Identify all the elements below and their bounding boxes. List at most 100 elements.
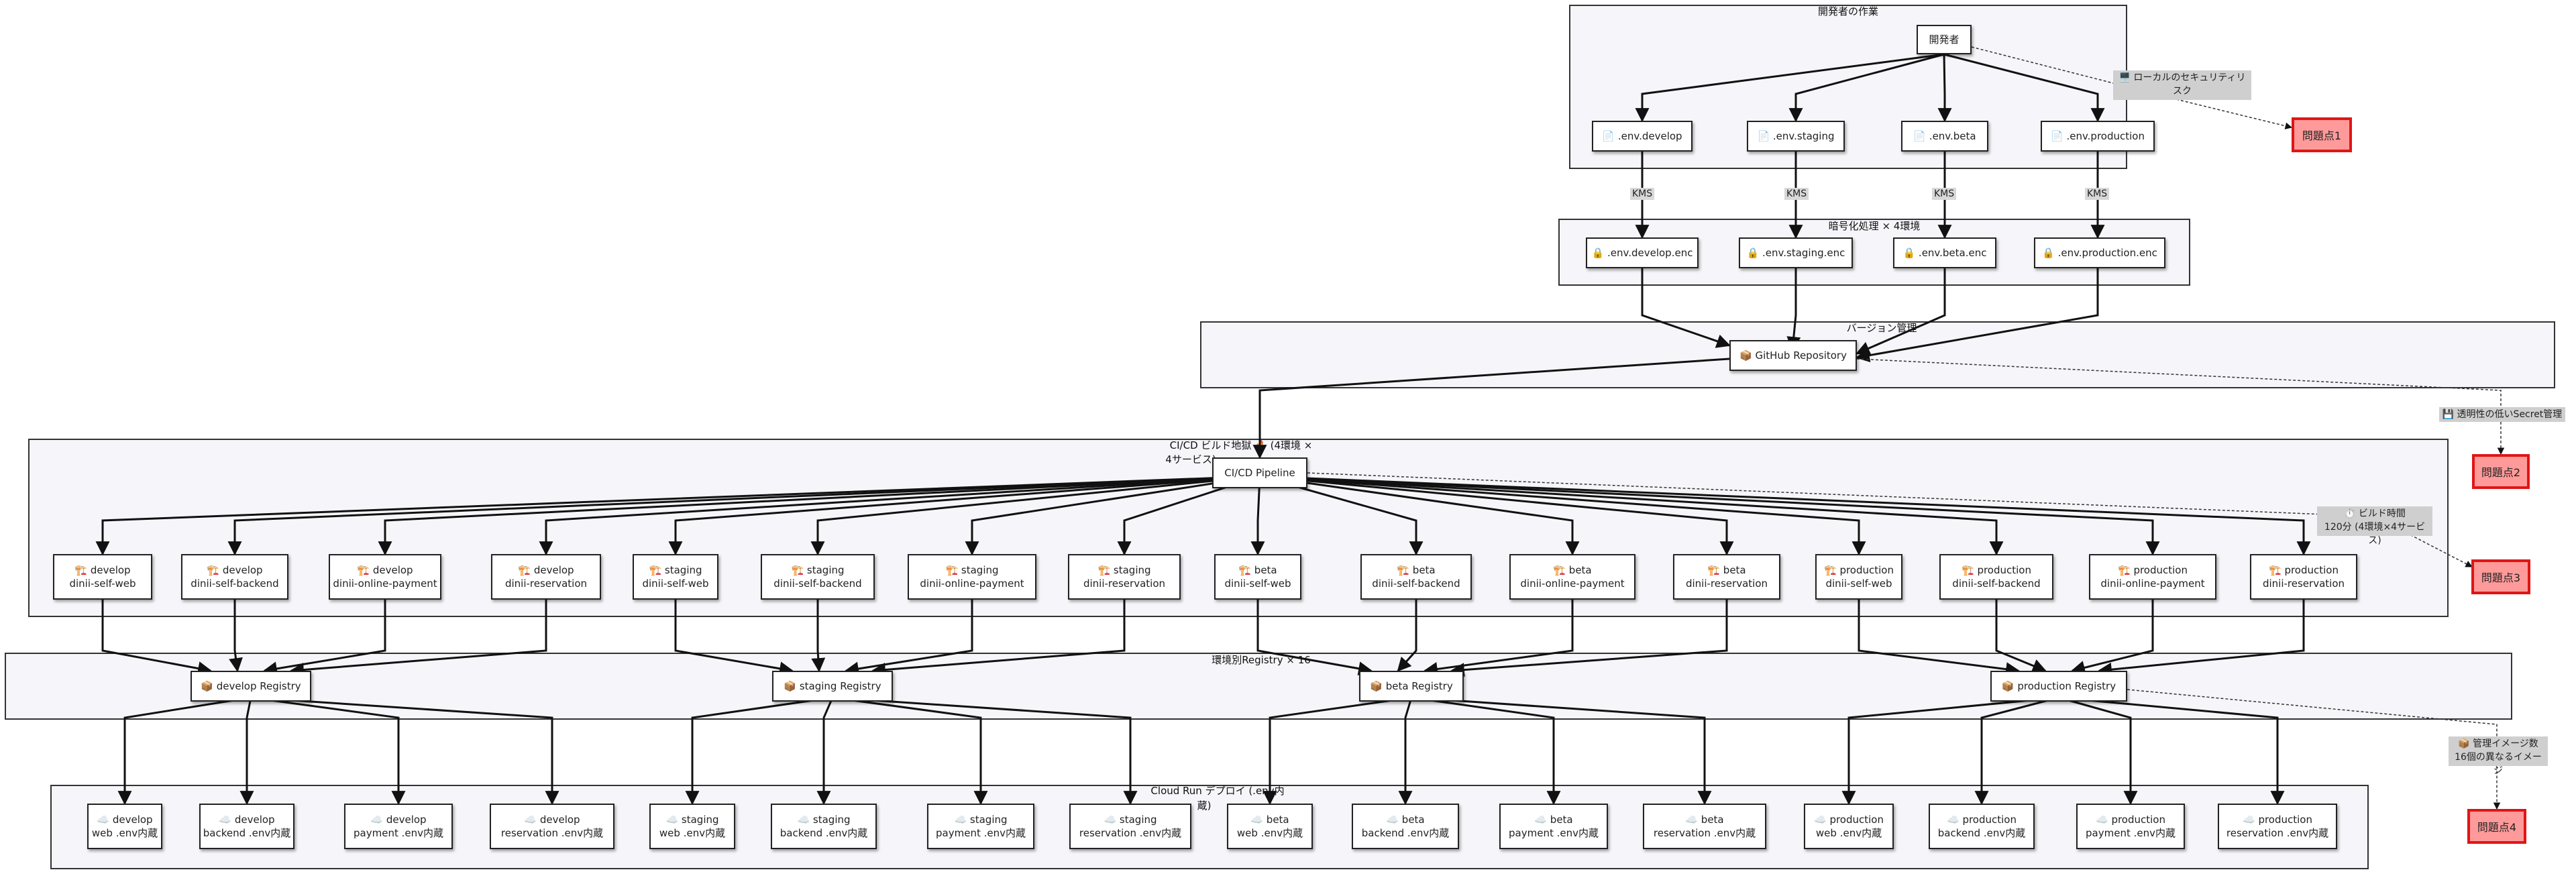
- edge-registry-deploy: [1411, 696, 1561, 806]
- registry-beta[interactable]: 📦 beta Registry: [1359, 671, 1464, 702]
- env-file-develop[interactable]: 📄 .env.develop: [1592, 121, 1693, 152]
- build-label: 🏗️ staging: [791, 564, 845, 576]
- problem-2[interactable]: 問題点2: [2472, 454, 2530, 489]
- deploy-label: reservation .env内蔵: [500, 827, 604, 839]
- developer-node[interactable]: 開発者: [1917, 25, 1972, 54]
- note-line: 📦 管理イメージ数: [2458, 738, 2538, 749]
- edge-note-problem-1: [1971, 46, 2293, 129]
- edge-pipeline-build: [539, 475, 1260, 556]
- deploy-label: web .env内蔵: [659, 827, 726, 839]
- github-label: 📦 GitHub Repository: [1739, 349, 1847, 362]
- build-label: dinii-reservation: [1083, 578, 1166, 590]
- build-staging-backend[interactable]: 🏗️ staging dinii-self-backend: [761, 554, 875, 600]
- deploy-label: ☁️ staging: [797, 814, 851, 826]
- build-label: dinii-online-payment: [2100, 578, 2205, 590]
- build-label: 🏗️ staging: [1097, 564, 1151, 576]
- edge-registry-deploy: [1974, 696, 2059, 806]
- env-file-label: 📄 .env.staging: [1757, 130, 1835, 142]
- registry-staging[interactable]: 📦 staging Registry: [772, 671, 893, 702]
- deploy-label: web .env内蔵: [1815, 827, 1882, 839]
- edge-enc-github: [1786, 268, 1801, 351]
- deploy-label: ☁️ develop: [97, 814, 153, 826]
- build-label: 🏗️ develop: [357, 564, 413, 576]
- edge-build-registry: [1256, 600, 1373, 676]
- deploy-label: reservation .env内蔵: [1653, 827, 1756, 839]
- enc-file-staging[interactable]: 🔒 .env.staging.enc: [1739, 237, 1853, 268]
- enc-file-label: 🔒 .env.staging.enc: [1746, 247, 1845, 259]
- edge-registry-deploy: [250, 696, 559, 806]
- edge-registry-deploy: [816, 697, 834, 806]
- enc-file-production[interactable]: 🔒 .env.production.enc: [2034, 237, 2165, 268]
- deploy-label: reservation .env内蔵: [1079, 827, 1182, 839]
- build-label: 🏗️ beta: [1397, 564, 1436, 576]
- build-label: dinii-self-backend: [773, 578, 862, 590]
- enc-file-beta[interactable]: 🔒 .env.beta.enc: [1893, 237, 1996, 268]
- edge-build-registry: [101, 600, 213, 675]
- deploy-label: web .env内蔵: [91, 827, 158, 839]
- registry-develop[interactable]: 📦 develop Registry: [191, 671, 311, 702]
- note-line: スク: [2173, 86, 2192, 97]
- registry-label: 📦 staging Registry: [784, 680, 881, 692]
- build-label: dinii-self-web: [69, 578, 136, 590]
- env-file-beta[interactable]: 📄 .env.beta: [1901, 121, 1988, 152]
- env-file-production[interactable]: 📄 .env.production: [2041, 121, 2155, 152]
- cicd-pipeline[interactable]: CI/CD Pipeline: [1212, 457, 1307, 488]
- build-label: dinii-self-backend: [191, 578, 279, 590]
- edge-github-pipeline: [1252, 358, 1730, 459]
- registry-label: 📦 develop Registry: [201, 680, 301, 692]
- edge-pipeline-build: [378, 475, 1260, 556]
- problem-3[interactable]: 問題点3: [2471, 559, 2530, 594]
- problem-label: 問題点2: [2481, 466, 2521, 479]
- cluster-developer-work-label: 開発者の作業: [1817, 5, 1878, 17]
- build-staging-reservation[interactable]: 🏗️ staging dinii-reservation: [1068, 554, 1181, 600]
- deploy-label: ☁️ staging: [954, 814, 1008, 826]
- enc-file-develop[interactable]: 🔒 .env.develop.enc: [1586, 237, 1699, 268]
- edge-pipeline-build: [668, 475, 1260, 556]
- cluster-registry-label: 環境別Registry × 16: [1212, 654, 1311, 666]
- edge-pipeline-build: [1259, 475, 1580, 556]
- edge-pipeline-build: [1259, 475, 2004, 556]
- edge-pipeline-build: [1259, 475, 1424, 556]
- pipeline-label: CI/CD Pipeline: [1224, 467, 1295, 479]
- github-repository[interactable]: 📦 GitHub Repository: [1729, 340, 1857, 371]
- edge-enc-github: [1856, 268, 1946, 355]
- problem-4[interactable]: 問題点4: [2467, 809, 2526, 844]
- registry-production[interactable]: 📦 production Registry: [1990, 671, 2127, 702]
- build-label: dinii-self-web: [1825, 578, 1892, 590]
- env-file-label: 📄 .env.develop: [1602, 130, 1682, 142]
- problem-1[interactable]: 問題点1: [2292, 117, 2352, 152]
- deploy-label: ☁️ staging: [665, 814, 719, 826]
- problem-label: 問題点4: [2477, 821, 2517, 834]
- env-file-staging[interactable]: 📄 .env.staging: [1747, 121, 1845, 152]
